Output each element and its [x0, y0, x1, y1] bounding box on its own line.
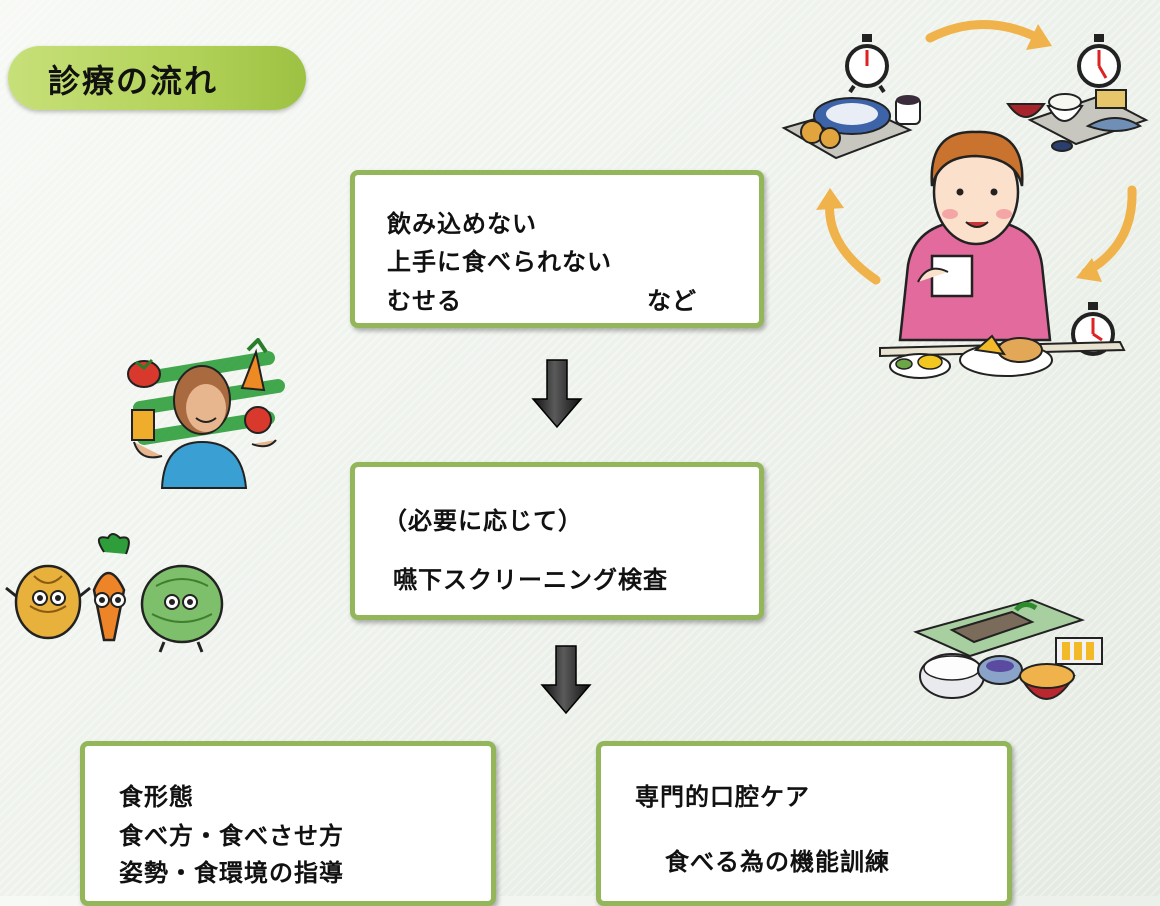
- meal-cycle-illustration: [781, 20, 1149, 379]
- screening-test: 嚥下スクリーニング検査: [393, 566, 668, 594]
- page-title: 診療の流れ: [48, 62, 219, 100]
- guidance-box: 食形態 食べ方・食べさせ方 姿勢・食環境の指導: [80, 741, 496, 906]
- woman-drinking-icon: [898, 130, 1052, 342]
- symptom-line-3-suffix: など: [647, 287, 697, 315]
- guidance-line-3: 姿勢・食環境の指導: [119, 859, 344, 887]
- symptom-line-1: 飲み込めない: [387, 210, 537, 238]
- noodle-meal-icon: [781, 95, 921, 160]
- japanese-meal-icon: [1006, 89, 1149, 152]
- title-pill: 診療の流れ: [8, 46, 306, 110]
- guidance-line-2: 食べ方・食べさせ方: [119, 822, 344, 850]
- vegetable-characters-illustration: [5, 533, 224, 653]
- symptom-line-3: むせる: [387, 287, 462, 315]
- training-box: 専門的口腔ケア 食べる為の機能訓練: [596, 741, 1012, 906]
- clock-icon-2: [1077, 34, 1121, 88]
- meal-set-illustration: [913, 598, 1103, 700]
- down-arrow-2: [540, 645, 592, 715]
- screening-note: （必要に応じて）: [383, 507, 583, 535]
- training-line-1: 専門的口腔ケア: [635, 783, 810, 811]
- breakfast-icon: [879, 334, 1126, 379]
- down-arrow-1: [531, 359, 583, 429]
- symptom-line-2: 上手に食べられない: [387, 248, 612, 276]
- clock-icon-1: [845, 34, 889, 94]
- symptom-box: 飲み込めない 上手に食べられない むせる など: [350, 170, 764, 328]
- training-line-2: 食べる為の機能訓練: [665, 848, 890, 876]
- guidance-line-1: 食形態: [119, 783, 194, 811]
- girl-vegetables-illustration: [127, 338, 285, 489]
- screening-box: （必要に応じて） 嚥下スクリーニング検査: [350, 462, 764, 620]
